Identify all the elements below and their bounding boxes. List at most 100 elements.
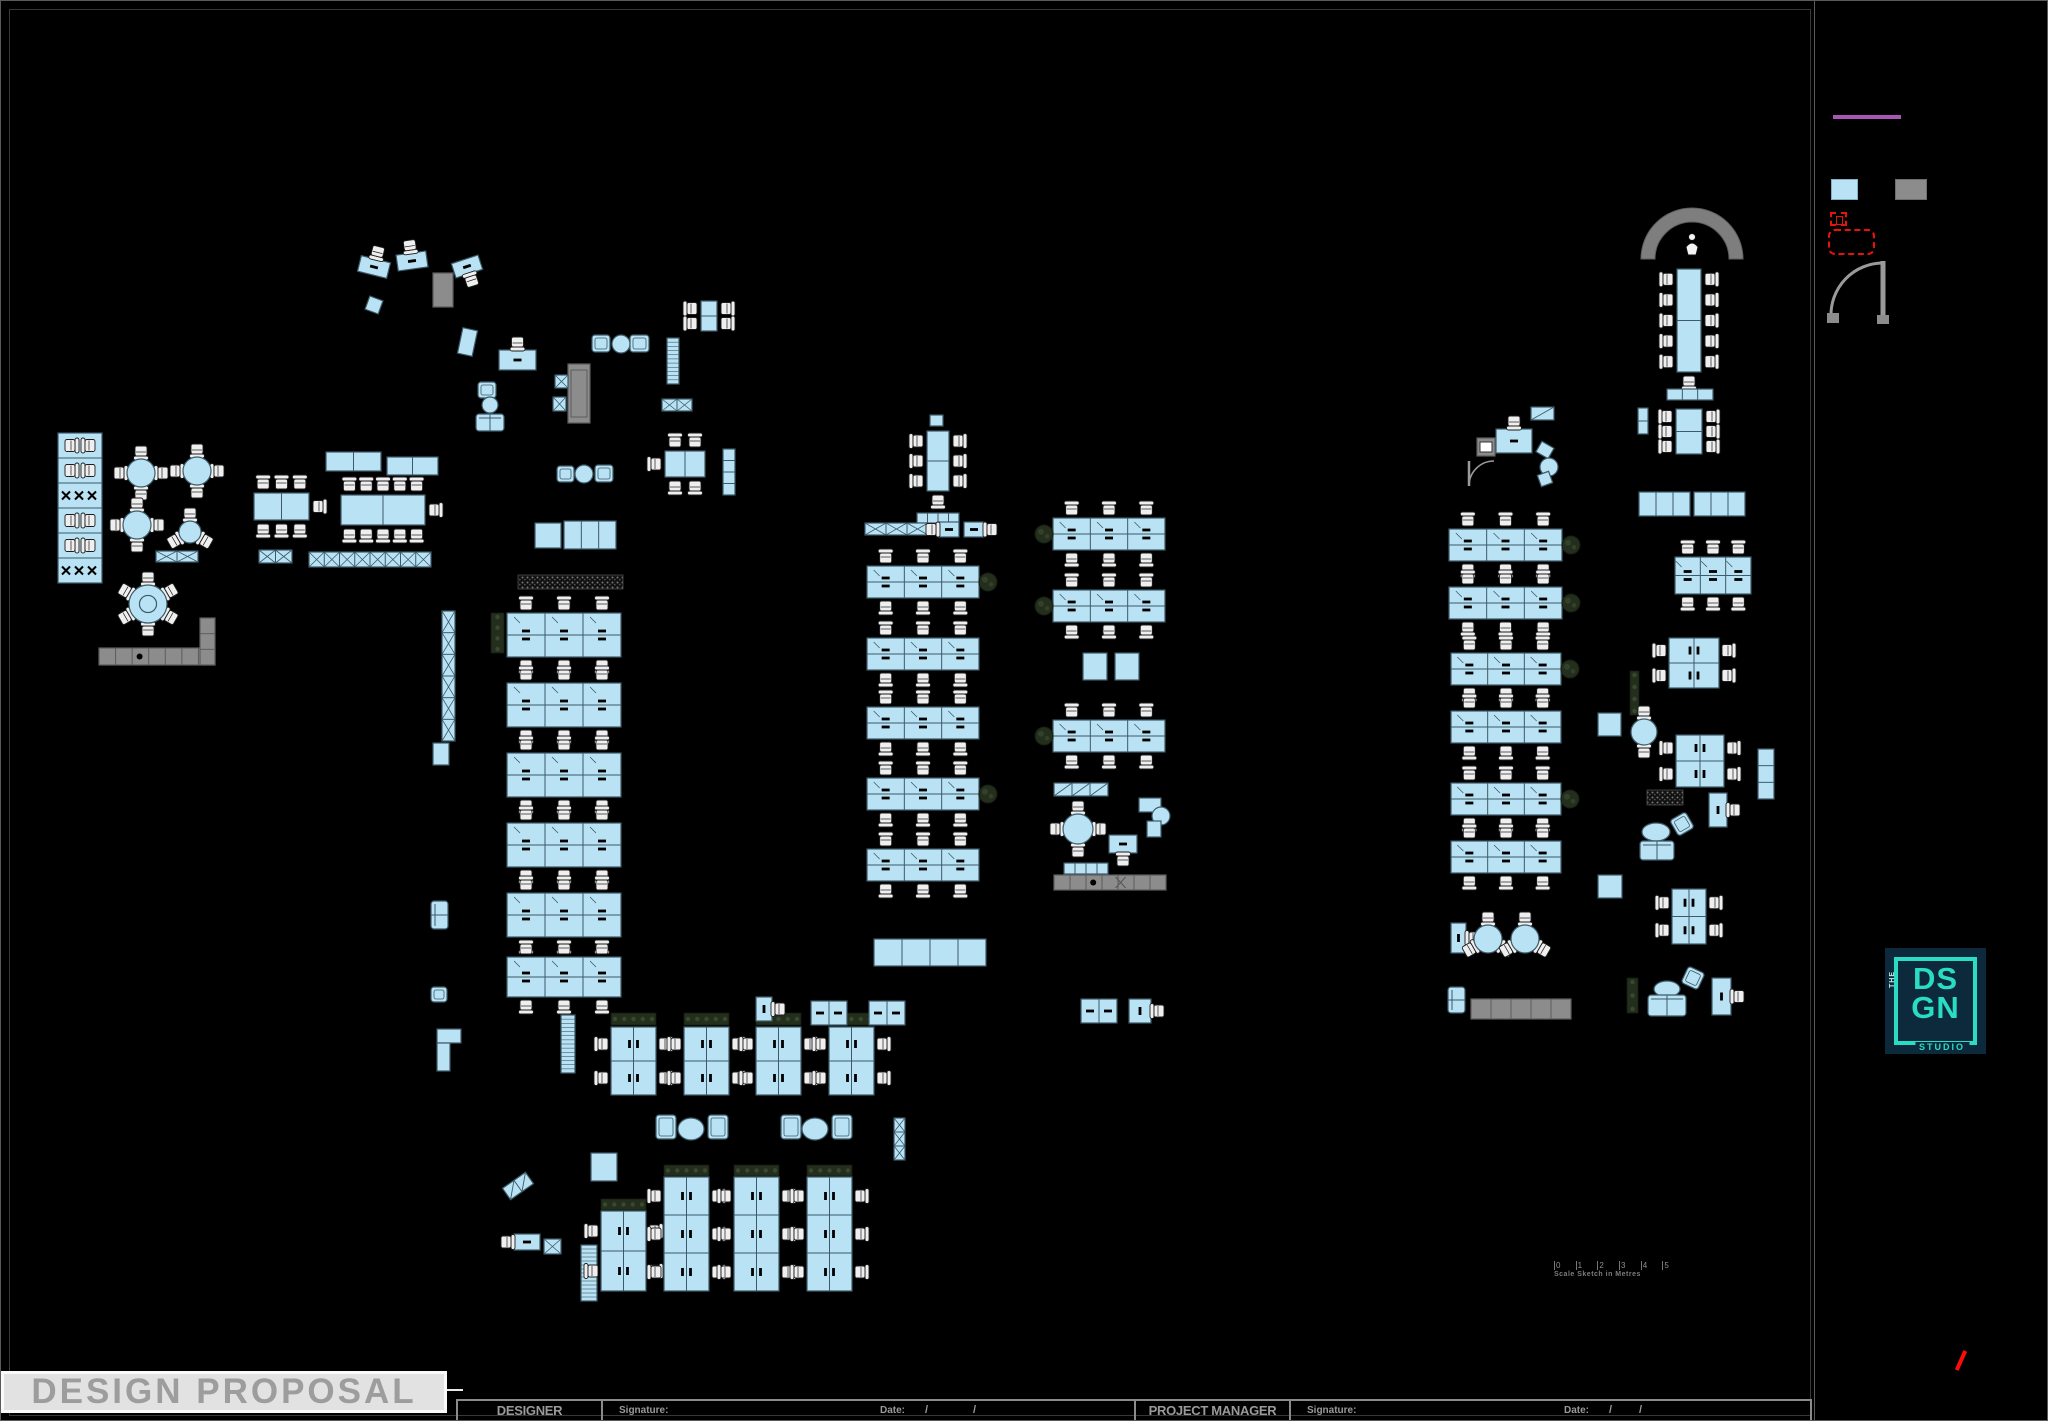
table — [1535, 440, 1555, 460]
bench6h — [506, 595, 622, 675]
cabinet — [1637, 407, 1649, 435]
bench6h — [1448, 569, 1581, 637]
table — [364, 295, 384, 315]
desk — [500, 1233, 541, 1251]
carpet — [517, 574, 624, 590]
round — [169, 443, 225, 499]
cab — [1693, 491, 1746, 517]
cab — [893, 1117, 906, 1161]
deskPair — [1080, 998, 1118, 1024]
armchair — [831, 1114, 853, 1140]
bench6h — [506, 735, 622, 815]
carpet — [1646, 789, 1684, 806]
arm — [594, 464, 614, 483]
designer-signature-label: Signature: — [619, 1405, 669, 1416]
legend-red-symbol — [1830, 212, 1847, 226]
door — [1467, 460, 1495, 487]
podV — [811, 1026, 892, 1096]
sq — [1146, 820, 1162, 838]
sq — [1535, 440, 1555, 460]
cabinet — [873, 938, 987, 967]
cabinet — [1638, 491, 1691, 517]
sq — [436, 1028, 462, 1044]
sofa — [430, 900, 449, 930]
desk — [1128, 998, 1165, 1024]
bench6h — [866, 831, 980, 899]
desk — [925, 521, 960, 538]
cabinet — [864, 522, 929, 536]
sq — [432, 742, 450, 766]
designer-date-slash1: / — [925, 1404, 929, 1416]
round — [113, 445, 169, 501]
bench6h — [1448, 511, 1581, 579]
sq — [1536, 470, 1554, 488]
bench6h — [1450, 823, 1562, 891]
bench6h — [866, 620, 980, 688]
gray — [1470, 998, 1572, 1020]
sq — [1082, 652, 1108, 681]
cab — [873, 938, 987, 967]
proposal-title-tick — [447, 1389, 463, 1391]
podV — [593, 1026, 674, 1096]
sq — [364, 295, 384, 315]
desk — [755, 996, 786, 1022]
cabinet — [661, 398, 693, 412]
round — [166, 507, 214, 549]
cab — [1053, 782, 1109, 797]
cab — [1063, 862, 1109, 875]
scale-tick: 4 — [1640, 1261, 1663, 1270]
desk — [1708, 792, 1741, 828]
desk — [755, 996, 786, 1022]
sq — [590, 1152, 618, 1182]
cab — [308, 551, 432, 568]
sq — [456, 327, 479, 357]
bench6h — [506, 805, 622, 885]
cab — [552, 396, 567, 412]
cabinet — [325, 451, 382, 472]
logo-studio-text: STUDIO — [1914, 1042, 1969, 1052]
desk — [1128, 998, 1165, 1024]
cab — [1666, 388, 1714, 401]
logo-line1: DS — [1912, 961, 1959, 996]
cab — [563, 520, 617, 550]
desk — [498, 336, 537, 371]
sofa — [1447, 986, 1466, 1014]
cabinet — [441, 610, 456, 742]
cab — [155, 550, 199, 563]
cabinet — [552, 396, 567, 412]
table — [1114, 652, 1140, 681]
desk — [963, 521, 998, 538]
podV — [789, 1176, 870, 1292]
arm — [629, 334, 650, 353]
proposal-title: DESIGN PROPOSAL — [31, 1372, 417, 1411]
arm — [430, 986, 448, 1003]
gray — [432, 272, 454, 308]
booth — [57, 432, 103, 584]
arm — [477, 381, 497, 399]
scale-tick: 5 — [1662, 1261, 1684, 1270]
desk — [1495, 415, 1533, 454]
proposal-title-box: DESIGN PROPOSAL — [1, 1371, 447, 1413]
pm-date-label: Date: — [1564, 1405, 1590, 1416]
desk — [1711, 977, 1745, 1016]
cab — [554, 374, 569, 389]
desk — [1450, 922, 1480, 954]
cabinet — [1063, 862, 1109, 875]
armchair — [430, 986, 448, 1003]
arm — [1681, 966, 1705, 990]
scale-tick: 1 — [1575, 1261, 1598, 1270]
legend-highlight-line — [1833, 115, 1901, 119]
table — [456, 327, 479, 357]
cab — [1637, 407, 1649, 435]
oval — [1641, 822, 1671, 842]
desk — [925, 521, 960, 538]
plantStrip — [663, 1164, 710, 1177]
arm — [831, 1114, 853, 1140]
podV — [1654, 888, 1724, 945]
cab — [543, 1238, 562, 1255]
podV — [716, 1176, 797, 1292]
bench6h — [506, 665, 622, 745]
